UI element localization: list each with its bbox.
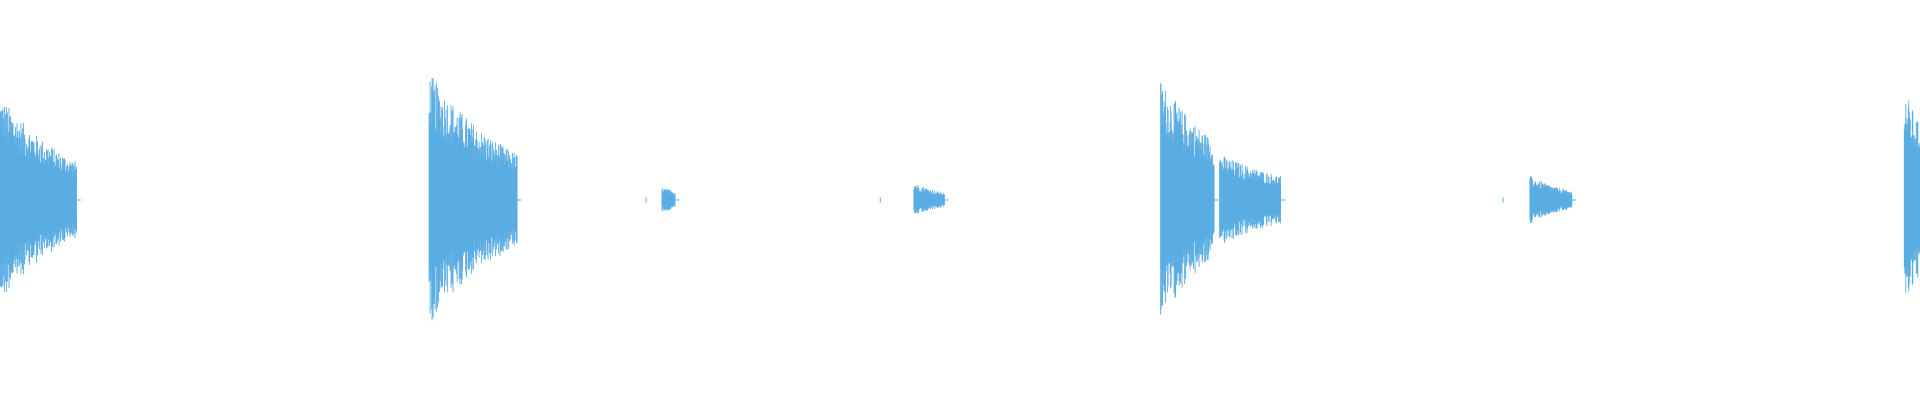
waveform-transient-8	[1903, 100, 1920, 293]
waveform-transient-7	[1529, 176, 1573, 223]
waveform-transient-5	[1160, 83, 1215, 315]
waveform-transient-1	[0, 106, 77, 293]
waveform-peaks	[0, 77, 1920, 321]
waveform-transient-2	[428, 77, 518, 321]
